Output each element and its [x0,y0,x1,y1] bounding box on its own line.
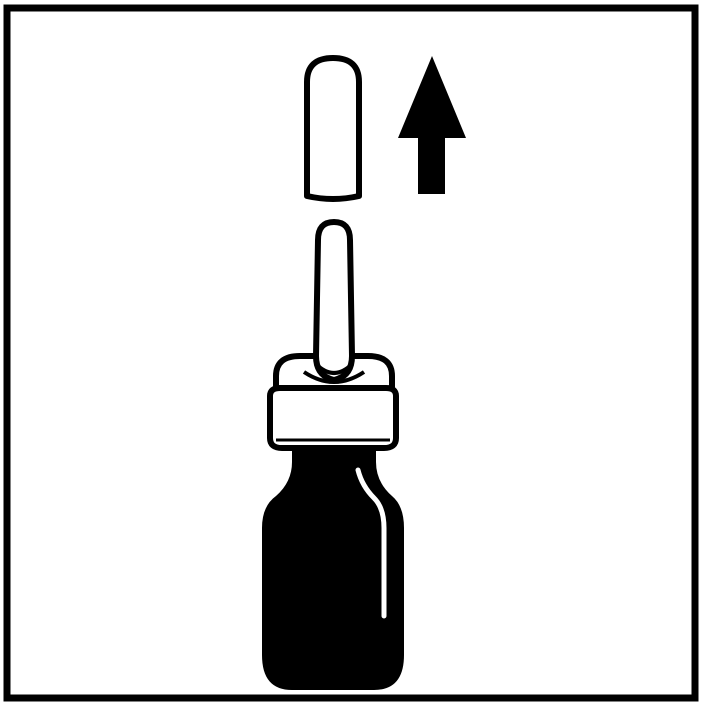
cap-icon [307,58,359,199]
